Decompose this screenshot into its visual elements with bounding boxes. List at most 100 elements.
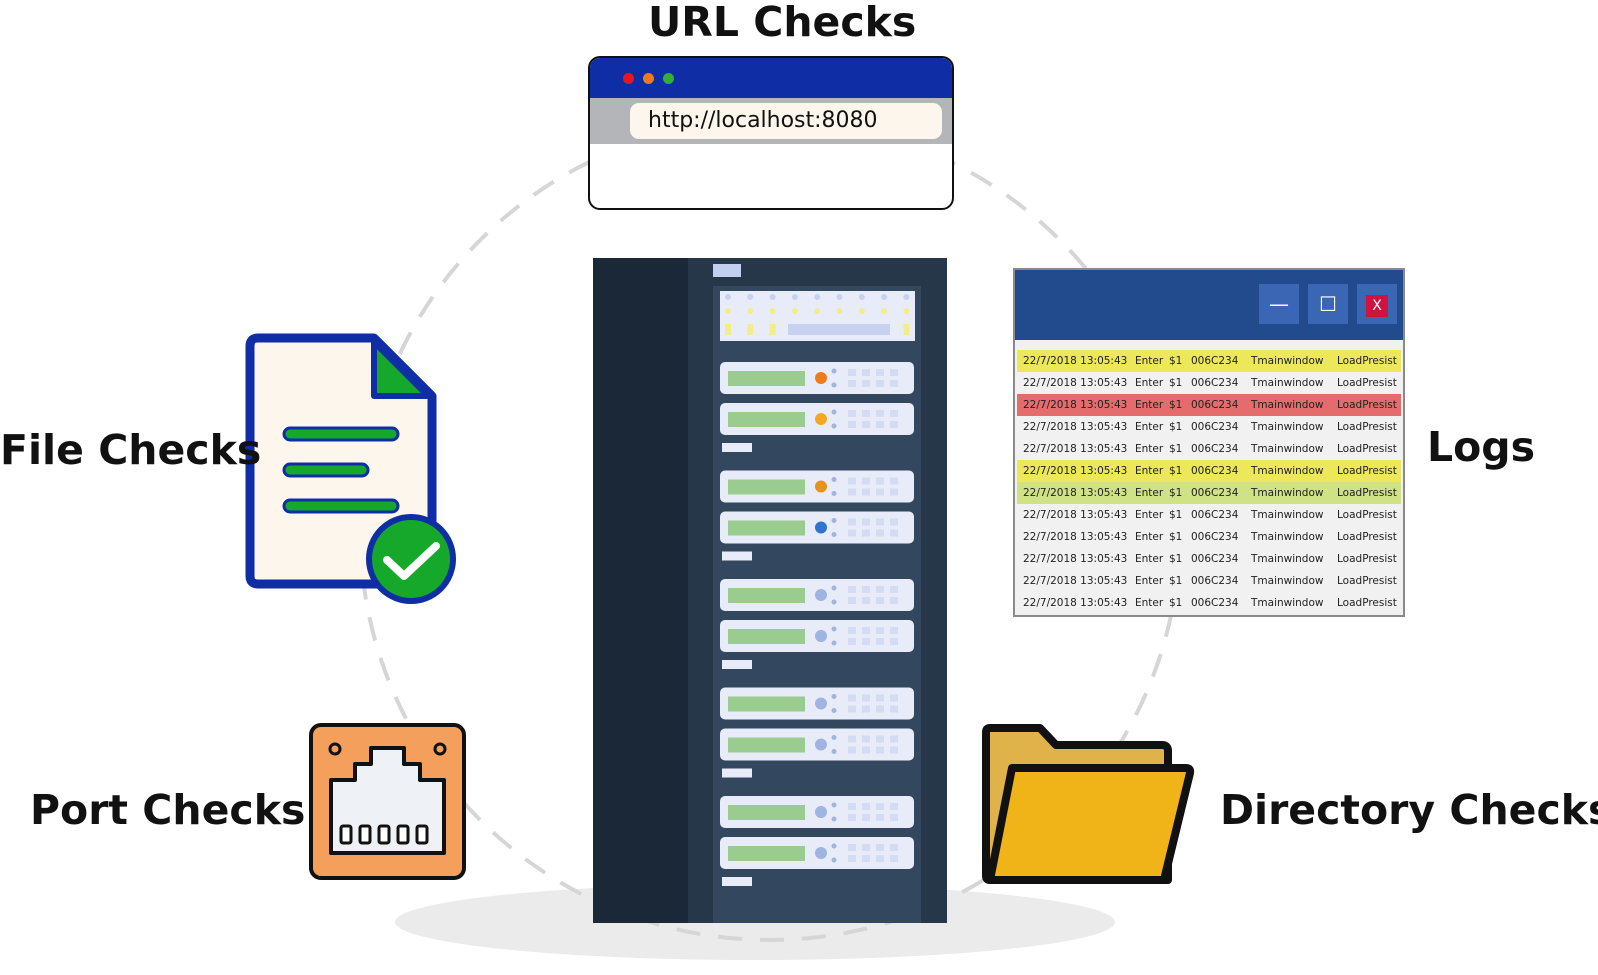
port-checks-label: Port Checks [30, 786, 306, 834]
log-cell-code: 006C234 [1191, 553, 1239, 565]
unit-led [815, 697, 827, 710]
log-cell-event: LoadPresist [1337, 377, 1397, 389]
status-light [769, 324, 776, 335]
port-pin [377, 824, 391, 845]
drive-bay [728, 520, 805, 536]
unit-tag [722, 768, 752, 778]
unit-led [815, 806, 827, 818]
unit-tag [722, 660, 752, 669]
log-cell-event: LoadPresist [1337, 399, 1397, 411]
log-cell-code: 006C234 [1191, 531, 1239, 543]
unit-led [815, 480, 827, 493]
drive-bay [728, 805, 805, 820]
log-cell-window: Tmainwindow [1251, 465, 1324, 477]
log-cell-window: Tmainwindow [1251, 443, 1324, 455]
unit-tag [722, 877, 752, 886]
log-cell-reg: $1 [1169, 553, 1183, 565]
browser-window-icon: http://localhost:8080 [588, 56, 954, 210]
server-unit [720, 620, 914, 652]
log-cell-date: 22/7/2018 13:05:43 [1023, 465, 1128, 477]
log-cell-date: 22/7/2018 13:05:43 [1023, 443, 1128, 455]
status-light [858, 294, 865, 300]
drive-bay [728, 479, 805, 495]
log-cell-action: Enter [1135, 597, 1164, 609]
status-light [903, 324, 910, 335]
minimize-dot-icon [643, 73, 654, 84]
status-light [814, 308, 821, 314]
log-cell-code: 006C234 [1191, 355, 1239, 367]
log-cell-action: Enter [1135, 465, 1164, 477]
status-light [725, 324, 731, 335]
status-light [725, 308, 731, 314]
status-light [836, 294, 843, 300]
server-unit [720, 362, 914, 394]
log-cell-action: Enter [1135, 531, 1164, 543]
unit-led [815, 521, 827, 534]
port-pin [415, 824, 429, 845]
log-cell-date: 22/7/2018 13:05:43 [1023, 377, 1128, 389]
log-cell-window: Tmainwindow [1251, 421, 1324, 433]
log-cell-window: Tmainwindow [1251, 377, 1324, 389]
close-dot-icon [623, 73, 634, 84]
log-cell-date: 22/7/2018 13:05:43 [1023, 553, 1128, 565]
log-cell-window: Tmainwindow [1251, 597, 1324, 609]
log-cell-reg: $1 [1169, 465, 1183, 477]
log-cell-event: LoadPresist [1337, 553, 1397, 565]
server-unit [720, 511, 914, 544]
log-cell-date: 22/7/2018 13:05:43 [1023, 421, 1128, 433]
status-light [881, 294, 888, 300]
status-light [791, 308, 798, 314]
close-button: X [1357, 284, 1397, 324]
status-light [747, 324, 754, 335]
status-light [769, 308, 776, 314]
log-cell-action: Enter [1135, 399, 1164, 411]
status-light [858, 308, 865, 314]
unit-led [815, 413, 827, 425]
log-cell-reg: $1 [1169, 355, 1183, 367]
log-cell-reg: $1 [1169, 421, 1183, 433]
unit-tag [722, 443, 752, 452]
status-light [791, 294, 798, 300]
log-cell-reg: $1 [1169, 377, 1183, 389]
log-cell-date: 22/7/2018 13:05:43 [1023, 531, 1128, 543]
log-cell-code: 006C234 [1191, 443, 1239, 455]
log-cell-code: 006C234 [1191, 377, 1239, 389]
log-cell-code: 006C234 [1191, 421, 1239, 433]
log-cell-code: 006C234 [1191, 597, 1239, 609]
drive-bay [728, 696, 805, 712]
log-cell-event: LoadPresist [1337, 487, 1397, 499]
log-cell-action: Enter [1135, 553, 1164, 565]
log-cell-reg: $1 [1169, 597, 1183, 609]
unit-led [815, 738, 827, 751]
drive-bay [728, 588, 805, 603]
unit-led [815, 847, 827, 859]
drive-bay [728, 737, 805, 753]
drive-bay [728, 412, 805, 427]
log-cell-action: Enter [1135, 487, 1164, 499]
log-cell-window: Tmainwindow [1251, 399, 1324, 411]
status-light [814, 294, 821, 300]
log-cell-action: Enter [1135, 355, 1164, 367]
port-pin [339, 824, 353, 845]
url-checks-label: URL Checks [648, 0, 917, 46]
log-cell-action: Enter [1135, 575, 1164, 587]
log-cell-event: LoadPresist [1337, 465, 1397, 477]
log-cell-date: 22/7/2018 13:05:43 [1023, 597, 1128, 609]
unit-led [815, 630, 827, 642]
server-unit [720, 470, 914, 503]
log-cell-date: 22/7/2018 13:05:43 [1023, 399, 1128, 411]
minimize-button: — [1259, 284, 1299, 324]
unit-led [815, 589, 827, 601]
log-cell-code: 006C234 [1191, 465, 1239, 477]
server-unit [720, 837, 914, 869]
log-cell-date: 22/7/2018 13:05:43 [1023, 509, 1128, 521]
log-cell-code: 006C234 [1191, 509, 1239, 521]
